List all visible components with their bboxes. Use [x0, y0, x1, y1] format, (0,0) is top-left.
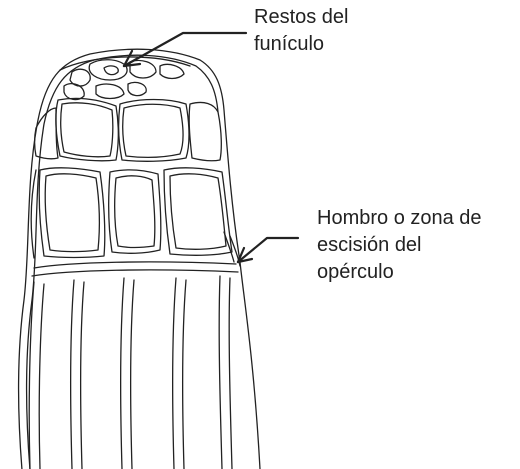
capsule-outline: [19, 49, 261, 469]
lower-cell-columns: [29, 262, 238, 469]
label-shoulder-excision-zone: Hombro o zona de escisión del opérculo: [317, 205, 482, 286]
upper-cell-layer: [35, 98, 222, 161]
middle-cell-layer: [31, 168, 232, 258]
label-funiculo-remains: Restos del funículo: [254, 4, 349, 58]
arrow-hombro: [238, 238, 298, 262]
